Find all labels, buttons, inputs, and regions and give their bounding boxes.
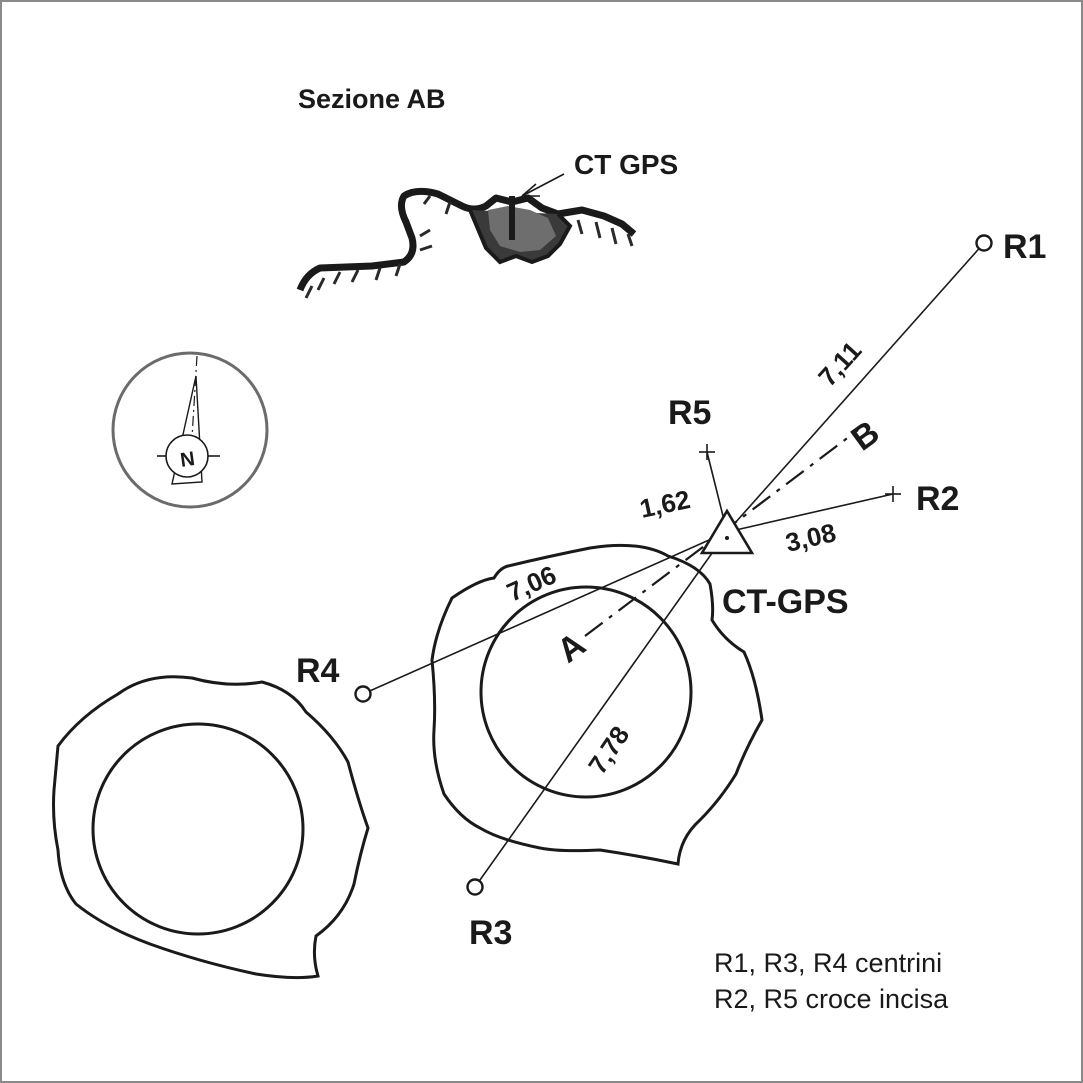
label-r3: R3	[469, 914, 512, 952]
north-letter: N	[179, 448, 196, 472]
section-ab: Sezione AB CT GPS	[296, 84, 678, 299]
label-r5: R5	[668, 394, 711, 432]
line-r3	[474, 531, 728, 888]
label-r1: R1	[1003, 228, 1046, 266]
line-r4	[362, 531, 728, 695]
line-r1	[726, 242, 985, 533]
reference-markers	[354, 234, 993, 896]
label-ct-gps: CT-GPS	[722, 583, 849, 621]
line-r2	[726, 493, 894, 533]
r4-marker-icon	[354, 685, 372, 703]
legend-line-1: R1, R3, R4 centrini	[714, 948, 942, 978]
cave-outline-left	[52, 675, 370, 980]
legend-line-2: R2, R5 croce incisa	[714, 984, 949, 1014]
r2-cross-icon	[885, 486, 901, 502]
section-title: Sezione AB	[298, 84, 446, 114]
r1-marker-icon	[975, 234, 993, 252]
legend-note: R1, R3, R4 centrini R2, R5 croce incisa	[714, 948, 949, 1014]
ct-gps-pointer	[521, 173, 565, 197]
label-r2: R2	[916, 480, 959, 518]
r3-marker-icon	[466, 878, 484, 896]
cave-outline-right	[430, 543, 764, 866]
r5-cross-icon	[699, 444, 715, 460]
ct-gps-triangle-icon	[699, 508, 755, 555]
north-compass: N	[111, 351, 269, 509]
north-arrow-icon	[171, 375, 203, 485]
ct-gps-section-label: CT GPS	[574, 149, 678, 180]
section-profile	[296, 187, 637, 299]
label-r4: R4	[296, 652, 340, 690]
compass-ring	[111, 351, 269, 509]
